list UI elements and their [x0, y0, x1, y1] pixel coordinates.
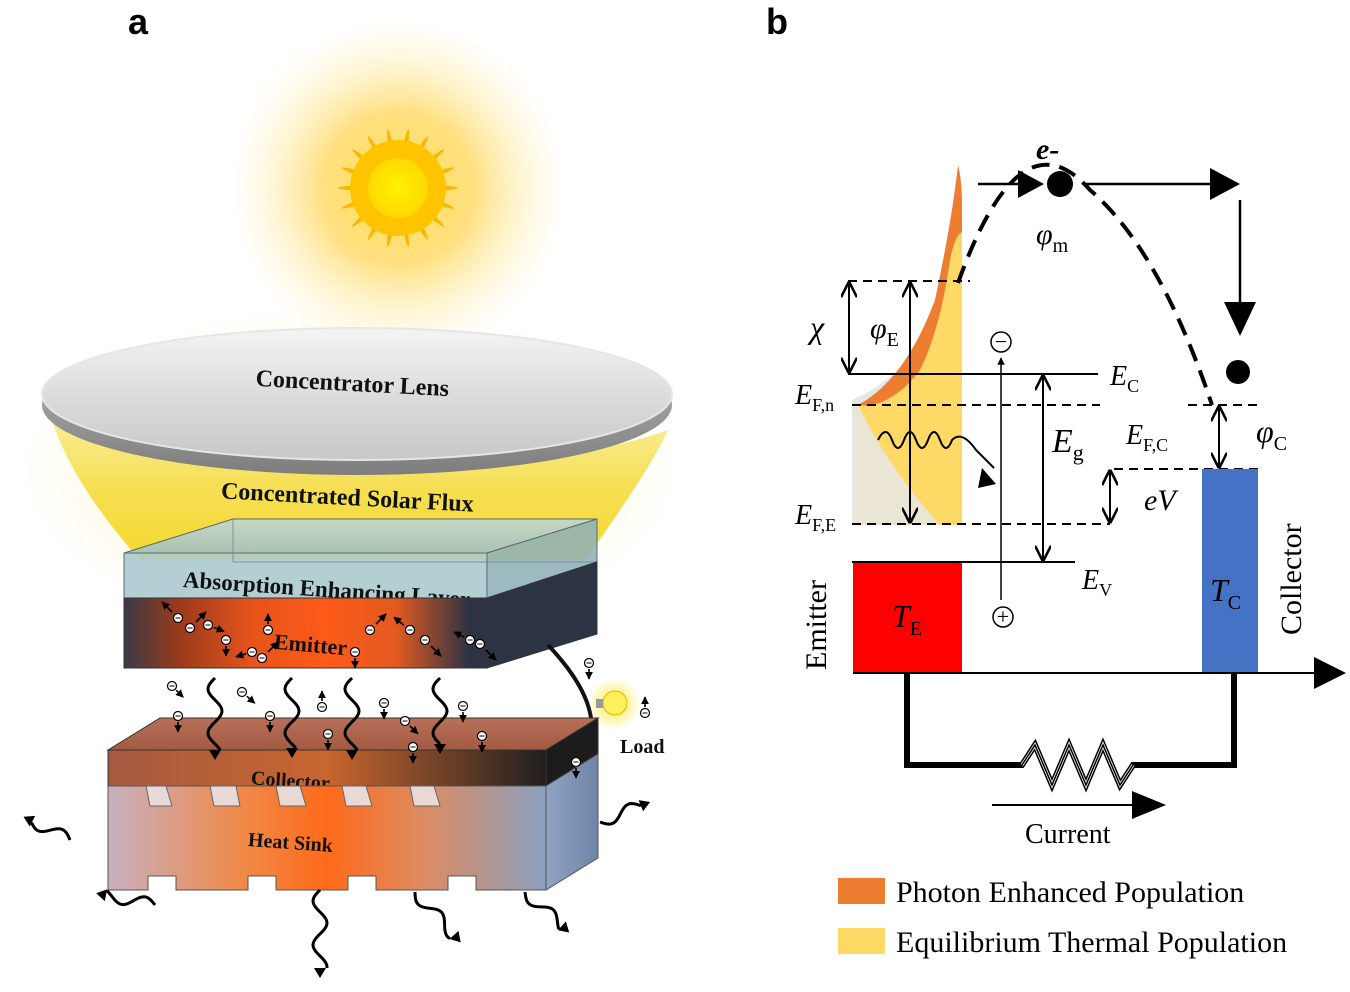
electron-motion-arrow — [235, 650, 247, 659]
thermal-wave — [311, 888, 329, 969]
gap-electrons — [166, 657, 651, 779]
electron-motion-arrow — [195, 611, 207, 623]
electron-path — [978, 168, 1256, 384]
concentrator-lens — [41, 327, 673, 475]
thermal-wave-arrowhead — [638, 800, 651, 812]
electron-motion-arrow — [485, 649, 497, 661]
thermal-wave — [523, 891, 561, 930]
electron-motion-arrow — [393, 616, 405, 626]
thermal-wave — [30, 822, 72, 841]
sun-icon — [228, 18, 568, 358]
te-label: TE — [892, 598, 922, 640]
chi-label: χ — [807, 309, 825, 345]
panel-a-letter: a — [128, 1, 149, 42]
thermal-wave — [105, 889, 157, 907]
thermal-wave-arrowhead — [96, 889, 108, 902]
efc-label: EF,C — [1125, 420, 1168, 455]
legend: Photon Enhanced Population Equilibrium T… — [838, 876, 1287, 959]
electron-motion-arrow — [175, 689, 184, 698]
absorption-layer — [123, 518, 598, 599]
electron-motion-arrow — [430, 645, 442, 657]
tc-label: TC — [1210, 572, 1241, 614]
legend-label-equilibrium: Equilibrium Thermal Population — [896, 926, 1287, 959]
load-label: Load — [620, 736, 664, 758]
current-label: Current — [1025, 819, 1111, 850]
ec-label: EC — [1109, 361, 1139, 396]
ev-label: EV — [1081, 565, 1112, 600]
collector-vertical-label: Collector — [1275, 523, 1308, 635]
thermal-wave — [206, 676, 224, 751]
heat-sink — [107, 753, 599, 891]
thermal-wave — [283, 676, 301, 750]
thermal-radiation-waves — [23, 676, 651, 978]
thermal-wave-arrowhead — [434, 744, 446, 754]
emitter-electrons — [161, 601, 497, 669]
resistor-icon — [1021, 743, 1134, 787]
thermal-wave-arrowhead — [23, 815, 36, 827]
efn-label: EF,n — [794, 380, 834, 415]
thermal-wave — [431, 676, 449, 746]
thermal-wave-arrowhead — [346, 750, 358, 760]
thermal-wave-arrowhead — [209, 750, 221, 760]
electron-motion-arrow — [246, 695, 256, 704]
emitter-slab — [123, 561, 598, 669]
efe-label: EF,E — [794, 500, 836, 535]
electron-motion-arrow — [161, 601, 173, 613]
electron-icon — [1047, 171, 1073, 197]
thermal-wave-arrowhead — [449, 930, 461, 943]
thermalization-wave — [877, 431, 995, 469]
eg-label: Eg — [1051, 423, 1084, 465]
thermal-wave — [413, 891, 451, 940]
collector-slab — [106, 717, 600, 787]
electron-motion-arrow — [267, 641, 279, 653]
circuit-wire — [904, 673, 1237, 793]
thermal-wave — [599, 802, 642, 826]
electron-minus-icon — [990, 331, 1012, 353]
electron-motion-arrow — [213, 625, 225, 633]
legend-swatch-equilibrium — [838, 928, 885, 954]
phi-c-label: φC — [1256, 413, 1287, 455]
collector-block — [1202, 469, 1258, 673]
electron-motion-arrow — [453, 631, 465, 639]
panel-b-letter: b — [766, 1, 788, 42]
legend-label-photon: Photon Enhanced Population — [896, 876, 1244, 909]
electron-motion-arrow — [375, 613, 387, 625]
phi-m-label: φm — [1036, 218, 1069, 257]
current-arrowhead — [1132, 791, 1166, 819]
lightbulb-icon — [588, 678, 640, 730]
barrier-curve — [956, 162, 1214, 406]
thermal-wave-arrowhead — [286, 748, 298, 758]
thermal-wave-arrowhead — [314, 968, 326, 978]
electron-label: e- — [1036, 133, 1059, 166]
emitter-vertical-label: Emitter — [800, 580, 833, 670]
panel-a: a Concentrator Lens Concentrated Solar F… — [10, 1, 690, 978]
phi-e-label: φE — [870, 312, 899, 351]
thermalization-arrowhead — [978, 468, 996, 488]
electron-motion-arrow — [409, 725, 419, 735]
legend-swatch-photon — [838, 878, 885, 904]
thermal-wave-arrowhead — [557, 921, 570, 933]
emitter-block — [853, 563, 962, 673]
minus-sign: − — [995, 329, 1007, 354]
hole-plus-icon — [992, 606, 1014, 628]
collector-electron-icon — [1226, 360, 1250, 384]
thermal-wave — [343, 676, 361, 751]
plus-sign: + — [997, 604, 1009, 629]
panel-b: b e- φm χ — [766, 1, 1346, 959]
baseline-arrowhead — [1314, 657, 1346, 689]
ev-bias-label: eV — [1144, 484, 1179, 517]
